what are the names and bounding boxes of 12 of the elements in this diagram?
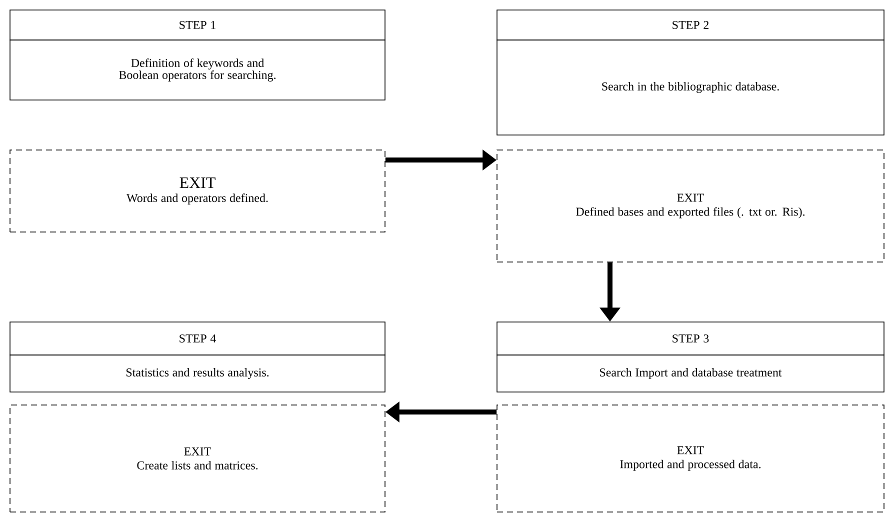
exit-box: EXIT Defined bases and exported files (. txt or. Ris).	[496, 150, 884, 262]
step-description-box: Definition of keywords and Boolean operators for searching.	[10, 40, 386, 100]
step-description-box: Search in the bibliographic database.	[496, 40, 884, 136]
exit-box: EXIT Imported and processed data.	[496, 404, 884, 512]
step-description-box: Search Import and database treatment	[496, 354, 884, 392]
step-header-box: STEP 2	[496, 10, 884, 40]
step-description-box: Statistics and results analysis.	[10, 354, 386, 392]
step-header-box: STEP 1	[10, 10, 386, 40]
step-header-box: STEP 3	[496, 322, 884, 356]
step-header-box: STEP 4	[10, 322, 386, 356]
exit-box: EXIT Create lists and matrices.	[10, 404, 386, 512]
exit-box: EXIT Words and operators defined.	[10, 150, 386, 232]
